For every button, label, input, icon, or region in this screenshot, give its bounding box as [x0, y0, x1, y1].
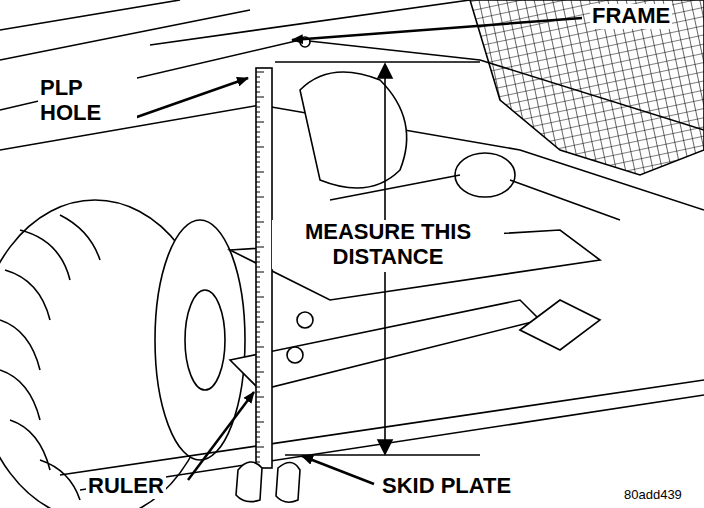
spring-tower	[300, 72, 407, 188]
part-label: SKID PLATE	[380, 474, 513, 499]
part-label: FRAME	[590, 4, 672, 29]
bracket	[520, 300, 600, 350]
leader-arrow	[134, 78, 248, 118]
leader-arrow	[292, 18, 582, 40]
part-label: PLP HOLE	[38, 76, 137, 125]
cv-boot	[455, 153, 515, 197]
figure-id: 80add439	[622, 488, 684, 503]
drive-shaft	[330, 175, 620, 220]
tire-tread	[0, 215, 100, 500]
part-label: RULER	[86, 474, 166, 499]
leader-arrow	[188, 392, 254, 480]
leader-arrow	[302, 456, 374, 484]
hand	[236, 462, 300, 502]
ruler-ticks	[256, 72, 264, 462]
instruction-label: MEASURE THIS DISTANCE	[272, 220, 504, 269]
bolt	[297, 312, 313, 328]
bolt	[287, 347, 303, 363]
ruler	[256, 68, 272, 468]
radiator-grid	[470, 0, 704, 175]
brake-rotor	[185, 290, 225, 390]
